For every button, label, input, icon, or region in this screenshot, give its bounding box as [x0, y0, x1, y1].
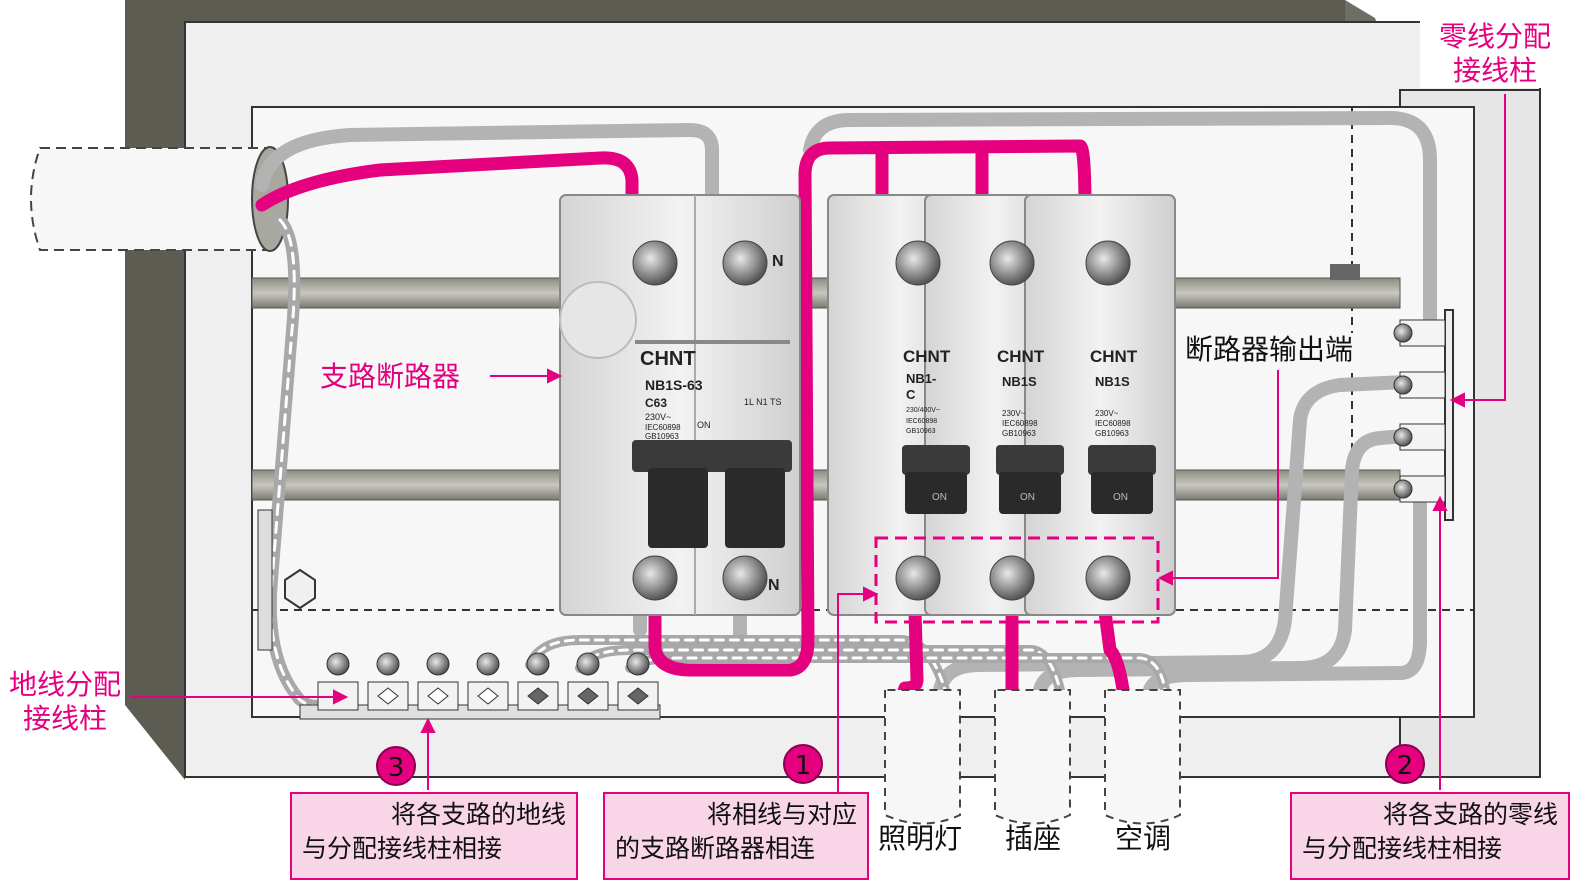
- b3-on: ON: [1113, 492, 1128, 503]
- step-note-1: 将相线与对应 的支路断路器相连: [603, 792, 869, 880]
- b3-std1: IEC60898: [1095, 419, 1131, 428]
- main-model: NB1S-63: [645, 377, 703, 393]
- b1-on: ON: [932, 492, 947, 503]
- b1-std1: IEC60898: [906, 418, 937, 425]
- b1-spec: 230/400V~: [906, 407, 940, 414]
- b3-std2: GB10963: [1095, 429, 1129, 438]
- main-std1: IEC60898: [645, 423, 681, 432]
- b3-brand: CHNT: [1090, 347, 1138, 366]
- b3-spec: 230V~: [1095, 409, 1119, 418]
- load-conduits: [884, 689, 1181, 825]
- step-note-2: 将各支路的零线 与分配接线柱相接: [1290, 792, 1570, 880]
- b2-std1: IEC60898: [1002, 419, 1038, 428]
- load-label-lighting: 照明灯: [878, 822, 963, 855]
- main-n-bottom: N: [768, 577, 780, 594]
- step-badge-1: 1: [783, 744, 823, 784]
- branch-breaker-label: 支路断路器: [320, 360, 461, 393]
- load-label-aircon: 空调: [1115, 822, 1172, 855]
- b2-std2: GB10963: [1002, 429, 1036, 438]
- b2-brand: CHNT: [997, 347, 1045, 366]
- step-note-1-line1: 将相线与对应: [706, 800, 857, 829]
- step-note-2-line1: 将各支路的零线: [1382, 800, 1558, 829]
- step-note-3-line2: 与分配接线柱相接: [302, 834, 503, 863]
- b1-std2: GB10963: [906, 428, 936, 435]
- step-note-2-line2: 与分配接线柱相接: [1302, 834, 1503, 863]
- branch-breakers: [827, 194, 1176, 624]
- breaker-output-label: 断路器输出端: [1185, 333, 1354, 367]
- din-rail: [251, 264, 1401, 501]
- load-label-socket: 插座: [1005, 822, 1062, 855]
- b2-on: ON: [1020, 492, 1035, 503]
- b1-rating: C: [906, 387, 916, 402]
- b2-model: NB1S: [1002, 374, 1037, 389]
- main-rating: C63: [645, 396, 667, 410]
- step-note-1-line2: 的支路断路器相连: [615, 834, 816, 863]
- leader-lines: [130, 94, 1506, 792]
- b1-model: NB1-: [906, 371, 936, 386]
- step-badge-2: 2: [1385, 744, 1425, 784]
- step-note-3-line1: 将各支路的地线: [390, 800, 566, 829]
- step-note-3: 将各支路的地线 与分配接线柱相接: [290, 792, 578, 880]
- neutral-terminal-block: [1393, 309, 1454, 521]
- main-brand: CHNT: [640, 348, 696, 370]
- main-std2: GB10963: [645, 432, 679, 441]
- step-badge-3: 3: [376, 746, 416, 786]
- breaker-labels: CHNT NB1S-63 C63 230V~ IEC60898 GB10963 …: [640, 253, 1138, 594]
- b3-model: NB1S: [1095, 374, 1130, 389]
- main-spec: 230V~: [645, 412, 671, 422]
- conduit-entry: [30, 146, 289, 252]
- neutral-terminal-label: 零线分配 接线柱: [1420, 20, 1570, 88]
- main-on: ON: [697, 420, 711, 430]
- main-n-top: N: [772, 253, 784, 270]
- ground-terminal-label: 地线分配 接线柱: [8, 668, 121, 735]
- main-marks: 1L N1 TS: [744, 397, 782, 407]
- b1-brand: CHNT: [903, 347, 951, 366]
- b2-spec: 230V~: [1002, 409, 1026, 418]
- main-breaker: [559, 194, 801, 616]
